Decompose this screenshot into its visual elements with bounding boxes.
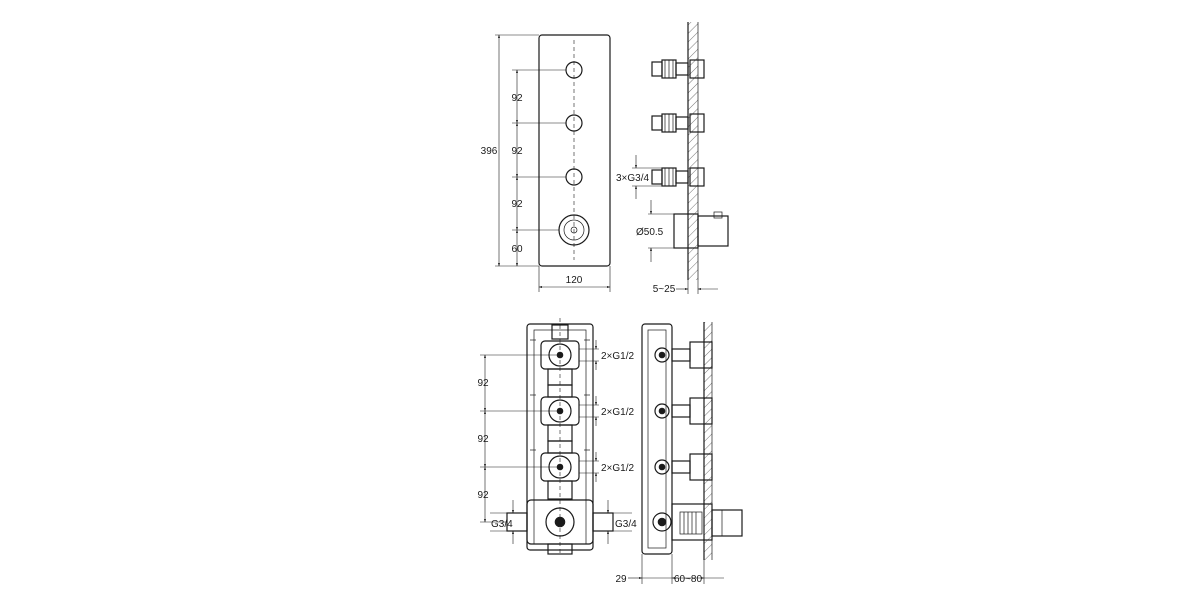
stem-2 [654,397,713,425]
inlet-label-right: G3/4 [615,519,637,530]
plate-holes [530,339,590,451]
port-label-2: 2×G1/2 [601,407,635,418]
dim-diameter: Ø50.5 [636,227,664,238]
stem-3 [654,453,713,481]
port-label-3: 2×G1/2 [601,463,635,474]
handle-side [673,211,729,249]
inlet-label-left: G3/4 [491,519,513,530]
body-front-view: 92 92 92 2×G1/2 2×G1/2 2×G1/2 G3/4 G3/4 [477,318,637,556]
dim-depth: 60~80 [674,574,703,585]
dim-width: 120 [566,275,583,286]
cartridge-2 [651,113,705,133]
valve-module-3 [540,440,580,500]
dim-offset: 29 [615,574,627,585]
stem-1 [654,341,713,369]
cartridge-3 [651,167,705,187]
cartridge-1 [651,59,705,79]
body-block [641,323,673,555]
dim-thread: 3×G3/4 [616,173,650,184]
front-view: 396 92 92 92 60 120 [481,34,611,292]
mixer-body [506,499,614,555]
dim-body-spacing-3: 92 [477,490,489,501]
body-side-view: 29 60~80 [615,322,743,585]
mixer-side [652,503,743,541]
dim-spacing-2: 92 [511,146,523,157]
dim-height-total: 396 [481,146,498,157]
faceplate [538,34,611,267]
dim-body-spacing-2: 92 [477,434,489,445]
dim-wall-depth: 5~25 [653,284,676,295]
dim-body-spacing-1: 92 [477,378,489,389]
dim-spacing-1: 92 [511,93,523,104]
handle-inner [563,219,585,241]
side-view: 3×G3/4 Ø50.5 5~25 [616,22,729,295]
dim-spacing-bottom: 60 [511,244,523,255]
dim-spacing-3: 92 [511,199,523,210]
port-label-1: 2×G1/2 [601,351,635,362]
